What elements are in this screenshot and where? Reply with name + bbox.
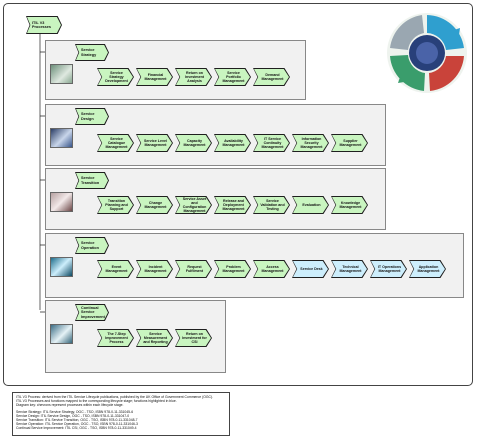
process-label: Information Security Management — [300, 136, 323, 150]
process-label: Service Level Management — [144, 138, 167, 147]
process-label: Service Validation and Testing — [260, 198, 285, 212]
process-chevron[interactable]: Request Fulfilment — [175, 260, 212, 278]
process-label: Change Management — [144, 200, 167, 209]
lifecycle-wheel-graphic — [387, 13, 467, 93]
legend-line: Diagram key: chevrons represent processe… — [16, 403, 124, 408]
phase-chevron[interactable]: Service Strategy — [75, 44, 109, 61]
phase-label: Continual Service Improvement — [81, 306, 105, 319]
process-chevron[interactable]: Service Portfolio Management — [214, 68, 251, 86]
process-chevron[interactable]: Knowledge Management — [331, 196, 368, 214]
legend-line: Continual Service Improvement: ITIL CSI,… — [16, 426, 137, 431]
process-label: Release and Deployment Management — [222, 198, 245, 212]
process-label: Return on Investment Analysis — [185, 70, 204, 84]
process-chevron[interactable]: Access Management — [253, 260, 290, 278]
process-label: Service Asset and Configuration Manageme… — [182, 196, 207, 214]
process-chevron[interactable]: The 7-Step Improvement Process — [97, 329, 134, 347]
process-label: Technical Management — [339, 264, 362, 273]
process-label: Request Fulfilment — [185, 264, 204, 273]
phase-thumbnail-image — [50, 64, 73, 84]
process-label: Incident Management — [144, 264, 167, 273]
phase-label: Service Operation — [81, 241, 99, 250]
process-label: Evaluation — [302, 202, 321, 207]
process-label: IT Operations Management — [377, 264, 402, 273]
process-chevron[interactable]: Event Management — [97, 260, 134, 278]
process-label: Capacity Management — [183, 138, 206, 147]
process-label: Supplier Management — [339, 138, 362, 147]
process-label: Service Strategy Development — [105, 70, 128, 84]
process-label: Transition Planning and Support — [105, 198, 128, 212]
phase-thumbnail-image — [50, 324, 73, 344]
legend-line: Service Operation: ITIL Service Operatio… — [16, 422, 138, 427]
process-label: Access Management — [261, 264, 284, 273]
phase-chevron[interactable]: Continual Service Improvement — [75, 304, 109, 321]
process-chevron[interactable]: Technical Management — [331, 260, 368, 278]
process-label: Availability Management — [222, 138, 245, 147]
process-chevron[interactable]: Service Asset and Configuration Manageme… — [175, 196, 212, 214]
process-chevron[interactable]: Evaluation — [292, 196, 329, 214]
process-chevron[interactable]: Demand Management — [253, 68, 290, 86]
process-chevron[interactable]: Service Validation and Testing — [253, 196, 290, 214]
legend-line: ITIL V3 Process: derived from the ITIL S… — [16, 395, 213, 399]
process-label: Service Catalogue Management — [105, 136, 128, 150]
phase-label: Service Strategy — [81, 48, 97, 57]
process-label: Service Desk — [300, 266, 323, 271]
phase-chevron[interactable]: Service Transition — [75, 172, 109, 189]
process-label: Return on Investment for CSI — [182, 331, 207, 345]
process-chevron[interactable]: Supplier Management — [331, 134, 368, 152]
phase-thumbnail-image — [50, 192, 73, 212]
process-label: Financial Management — [144, 72, 167, 81]
process-label: Service Portfolio Management — [222, 70, 245, 84]
legend-box: ITIL V3 Process: derived from the ITIL S… — [12, 392, 230, 436]
process-chevron[interactable]: Service Catalogue Management — [97, 134, 134, 152]
process-chevron[interactable]: IT Operations Management — [370, 260, 407, 278]
phase-label: Service Transition — [81, 176, 100, 185]
phase-label: Service Design — [81, 112, 95, 121]
legend-line: ITIL V3 Processes and functions mapped t… — [16, 399, 177, 404]
process-chevron[interactable]: Incident Management — [136, 260, 173, 278]
process-label: Application Management — [417, 264, 440, 273]
process-chevron[interactable]: Information Security Management — [292, 134, 329, 152]
process-label: IT Service Continuity Management — [261, 136, 284, 150]
process-chevron[interactable]: Service Measurement and Reporting — [136, 329, 173, 347]
process-chevron[interactable]: Capacity Management — [175, 134, 212, 152]
process-chevron[interactable]: Transition Planning and Support — [97, 196, 134, 214]
process-label: Knowledge Management — [339, 200, 362, 209]
root-process-chevron[interactable]: ITIL V3 Processes — [26, 16, 62, 34]
process-label: Service Measurement and Reporting — [143, 331, 168, 345]
process-label: The 7-Step Improvement Process — [105, 331, 128, 345]
legend-line: Service Design: ITIL Service Design, OGC… — [16, 413, 130, 418]
process-chevron[interactable]: Problem Management — [214, 260, 251, 278]
process-chevron[interactable]: Release and Deployment Management — [214, 196, 251, 214]
process-chevron[interactable]: Application Management — [409, 260, 446, 278]
legend-line: Service Transition: ITIL Service Transit… — [16, 418, 138, 423]
process-chevron[interactable]: Return on Investment for CSI — [175, 329, 212, 347]
process-label: Event Management — [105, 264, 128, 273]
phase-thumbnail-image — [50, 128, 73, 148]
legend-line: Service Strategy: ITIL Service Strategy,… — [16, 409, 134, 414]
process-chevron[interactable]: Change Management — [136, 196, 173, 214]
process-chevron[interactable]: Service Desk — [292, 260, 329, 278]
process-chevron[interactable]: Financial Management — [136, 68, 173, 86]
process-chevron[interactable]: Return on Investment Analysis — [175, 68, 212, 86]
process-chevron[interactable]: Availability Management — [214, 134, 251, 152]
phase-chevron[interactable]: Service Design — [75, 108, 109, 125]
process-chevron[interactable]: Service Level Management — [136, 134, 173, 152]
process-chevron[interactable]: Service Strategy Development — [97, 68, 134, 86]
process-label: Demand Management — [261, 72, 284, 81]
phase-chevron[interactable]: Service Operation — [75, 237, 109, 254]
phase-thumbnail-image — [50, 257, 73, 277]
process-chevron[interactable]: IT Service Continuity Management — [253, 134, 290, 152]
root-process-label: ITIL V3 Processes — [32, 20, 51, 29]
process-label: Problem Management — [222, 264, 245, 273]
